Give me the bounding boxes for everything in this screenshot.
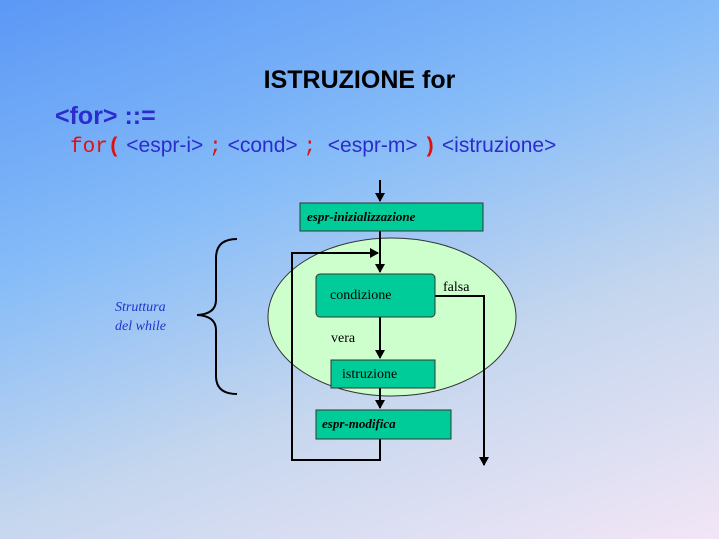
true-label: vera xyxy=(331,331,356,346)
init-box xyxy=(299,202,484,232)
semicolon: ; xyxy=(209,136,222,159)
espr-m: <espr-m> xyxy=(316,134,424,157)
false-label: falsa xyxy=(443,280,470,295)
espr-i: <espr-i> xyxy=(120,134,210,157)
cond-box xyxy=(315,273,436,318)
arrow-false xyxy=(435,295,489,466)
side-note-line2: del while xyxy=(115,319,166,334)
modify-box xyxy=(315,409,452,440)
keyword-for: for xyxy=(70,136,108,159)
cond-label: condizione xyxy=(330,288,391,303)
open-paren: ( xyxy=(107,136,121,159)
init-label: espr-inizializzazione xyxy=(307,209,416,224)
loop-back-arrow xyxy=(291,248,381,461)
stmt-label: istruzione xyxy=(342,367,397,382)
bnf-head: <for> ::= xyxy=(55,102,156,130)
modify-label: espr-modifica xyxy=(322,416,396,431)
brace xyxy=(196,238,238,395)
stmt-box xyxy=(330,359,436,389)
cond: <cond> xyxy=(221,134,304,157)
close-paren: ) xyxy=(423,136,437,159)
semicolon: ; xyxy=(303,136,317,159)
for-syntax: for( <espr-i> ; <cond> ; <espr-m> ) <ist… xyxy=(70,134,556,159)
slide-title: ISTRUZIONE for xyxy=(263,66,456,94)
side-note-line1: Struttura xyxy=(115,300,166,315)
istruzione: <istruzione> xyxy=(436,134,557,157)
